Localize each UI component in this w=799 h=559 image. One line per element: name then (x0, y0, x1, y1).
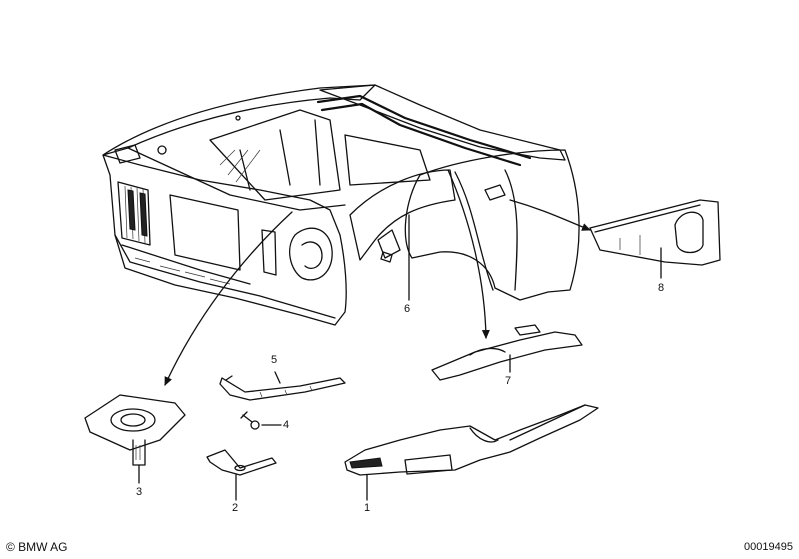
part-8-panel (589, 199, 721, 266)
part-1-longitudinal (344, 404, 599, 476)
callout-leaders (138, 214, 662, 501)
callout-7: 7 (505, 375, 512, 387)
callout-2: 2 (232, 502, 239, 514)
diagram-number: 00019495 (744, 541, 793, 553)
part-2-bracket (206, 449, 277, 476)
leader-arrows (164, 169, 591, 386)
arrow-to-part-3 (164, 211, 293, 386)
callout-5: 5 (271, 354, 278, 366)
arrow-to-part-7 (447, 169, 490, 339)
callout-4: 4 (283, 419, 290, 431)
copyright-notice: © BMW AG (6, 540, 68, 554)
callout-3: 3 (136, 486, 143, 498)
callout-8: 8 (658, 282, 665, 294)
arrow-to-part-8 (509, 199, 591, 231)
part-4-bolt (240, 411, 260, 430)
callout-1: 1 (364, 502, 371, 514)
part-3-plate (84, 394, 186, 466)
callout-6: 6 (404, 303, 411, 315)
leader-5 (274, 371, 281, 384)
part-7-crossmember (431, 324, 583, 381)
front-body-shell (102, 84, 580, 326)
part-5-bracket (219, 375, 346, 401)
